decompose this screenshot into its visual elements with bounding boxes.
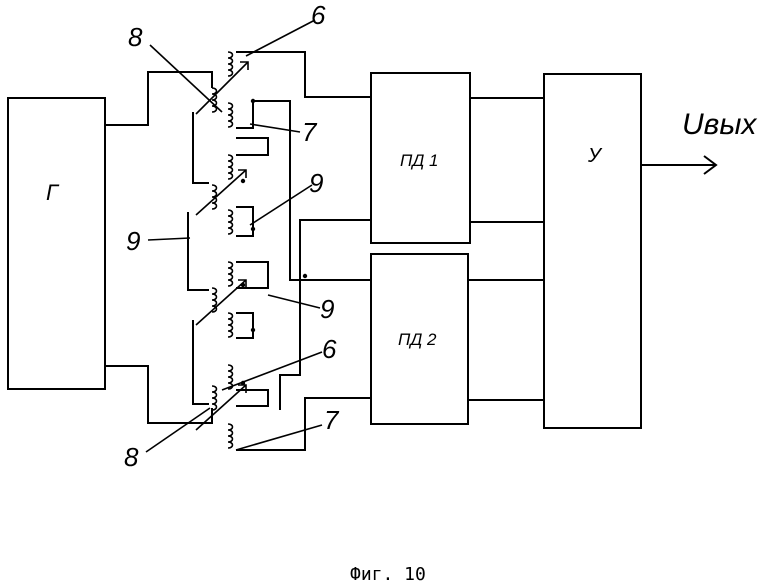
amplifier-block [543, 73, 642, 429]
coil-stack-left [211, 87, 218, 411]
bus-left-2 [187, 212, 209, 291]
winding-wires [236, 51, 371, 451]
callout-mid-right-9: 9 [309, 168, 323, 198]
bus-left-3 [192, 320, 209, 405]
winding-dots [240, 98, 308, 386]
callout-bottom-right-7: 7 [324, 405, 340, 435]
callout-top-left-8: 8 [128, 22, 143, 52]
output-arrow [641, 155, 718, 175]
callout-lower-right-6: 6 [322, 334, 337, 364]
pd2-label: ПД 2 [398, 330, 437, 349]
callout-bottom-left-8: 8 [124, 442, 139, 472]
pd1-label: ПД 1 [400, 151, 438, 170]
pd-to-amp-wires [468, 97, 544, 401]
coupling-arrows [195, 61, 249, 431]
callout-leaders [145, 19, 323, 453]
pd1-block [370, 72, 471, 244]
figure-caption: Фиг. 10 [350, 564, 426, 585]
amplifier-label: У [587, 145, 603, 167]
callout-top-right-6: 6 [311, 0, 326, 30]
pd2-block [370, 253, 469, 425]
bus-left-1 [192, 112, 209, 184]
generator-label: Г [46, 180, 60, 205]
callout-upper-7: 7 [302, 117, 318, 147]
wire-gen-top [105, 71, 213, 126]
callout-left-9: 9 [126, 226, 140, 256]
generator-block [7, 97, 106, 390]
coil-stack-right [227, 51, 234, 449]
wire-gen-bottom [105, 365, 213, 424]
callout-lower-right-9: 9 [320, 294, 334, 324]
output-label: Uвых [682, 108, 757, 141]
